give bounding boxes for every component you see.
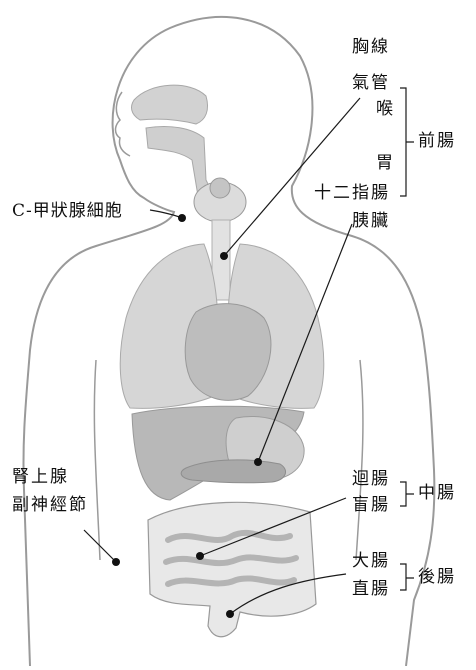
- arm-left: [94, 360, 100, 560]
- label-cecum: 盲腸: [352, 496, 390, 515]
- dot-adrenal: [112, 558, 120, 566]
- dot-c-cell: [178, 214, 186, 222]
- oral-cavity: [146, 126, 214, 196]
- dot-trachea: [220, 252, 228, 260]
- label-midgut: 中腸: [418, 484, 456, 503]
- heart: [185, 304, 271, 401]
- larynx-shape: [210, 178, 230, 198]
- bracket-hindgut: [400, 564, 414, 590]
- dot-pancreas: [254, 458, 262, 466]
- label-hindgut: 後腸: [418, 568, 456, 587]
- arm-right: [356, 360, 363, 560]
- bracket-midgut: [400, 482, 414, 506]
- label-adrenal: 腎上腺: [12, 468, 69, 487]
- label-thymus: 胸線: [352, 38, 390, 57]
- label-rectum: 直腸: [352, 580, 390, 599]
- nasal-cavity: [132, 85, 208, 124]
- label-stomach: 胃: [376, 154, 395, 173]
- dot-rectum: [226, 610, 234, 618]
- dot-ileum: [196, 552, 204, 560]
- label-foregut: 前腸: [418, 132, 456, 151]
- label-pancreas: 胰臟: [352, 212, 390, 231]
- label-paraganglia: 副神經節: [12, 496, 88, 515]
- bracket-foregut: [400, 88, 414, 196]
- label-ileum: 迴腸: [352, 470, 390, 489]
- label-duodenum: 十二指腸: [314, 184, 390, 203]
- leader-c-cell: [150, 210, 182, 218]
- label-c-cell: C-甲狀腺細胞: [12, 202, 123, 221]
- label-larynx: 喉: [376, 100, 395, 119]
- label-trachea: 氣管: [352, 74, 390, 93]
- label-colon: 大腸: [352, 552, 390, 571]
- face-profile: [116, 92, 131, 156]
